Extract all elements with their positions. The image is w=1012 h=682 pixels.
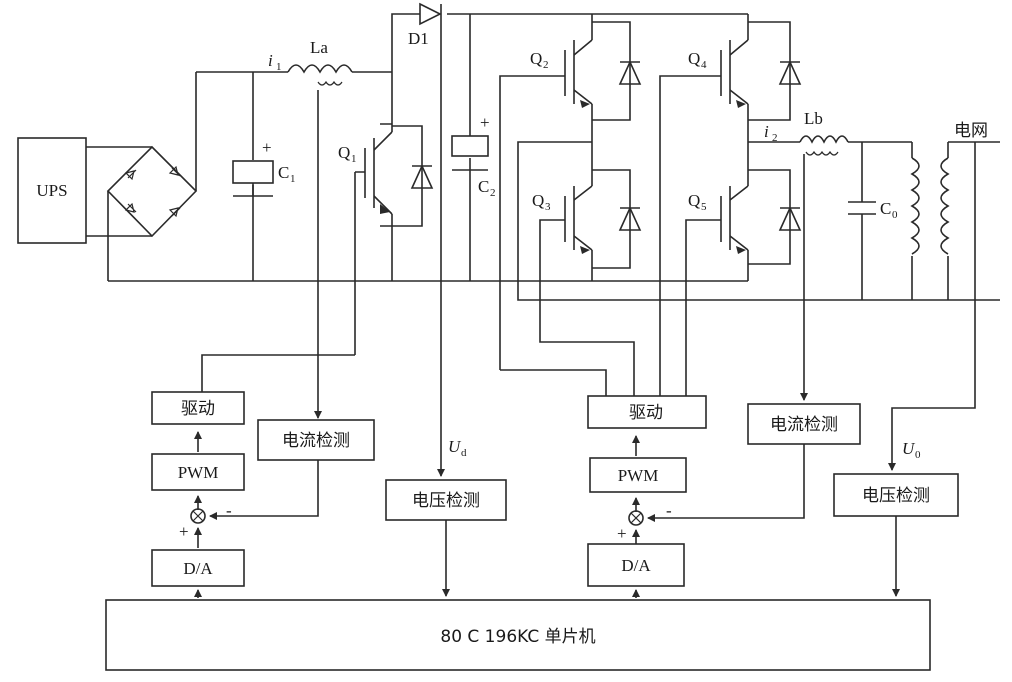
drive-block-left: 驱动 xyxy=(151,391,245,425)
svg-text:2: 2 xyxy=(772,132,778,144)
voltage-detect-block-ud: 电压检测 xyxy=(385,479,507,521)
pwm-block-left: PWM xyxy=(151,453,245,491)
svg-text:i: i xyxy=(268,51,273,70)
svg-text:1: 1 xyxy=(351,153,357,165)
svg-text:i: i xyxy=(764,122,769,141)
transformer: 电网 xyxy=(910,121,1000,300)
grid-label: 电网 xyxy=(954,121,988,141)
grid-voltage-sense-wire xyxy=(888,142,976,471)
svg-text:+: + xyxy=(617,524,627,543)
svg-text:d: d xyxy=(461,447,467,459)
diode-d1: D1 xyxy=(408,2,442,48)
svg-text:驱动: 驱动 xyxy=(629,403,663,423)
summing-junction-left: + - xyxy=(179,501,232,541)
current-detect-block-right: 电流检测 xyxy=(747,403,861,445)
svg-text:-: - xyxy=(666,501,672,520)
svg-text:电流检测: 电流检测 xyxy=(770,415,838,435)
svg-text:D/A: D/A xyxy=(183,559,213,578)
svg-text:Q: Q xyxy=(688,191,700,210)
svg-text:C: C xyxy=(278,163,289,182)
svg-text:2: 2 xyxy=(543,59,549,71)
q1-gate-wire xyxy=(201,354,355,392)
summing-junction-right: + - xyxy=(617,501,672,543)
svg-text:C: C xyxy=(880,199,891,218)
svg-text:-: - xyxy=(226,501,232,520)
inverter-left-midpoint xyxy=(517,141,1000,301)
drive-block-right: 驱动 xyxy=(587,395,707,429)
svg-text:2: 2 xyxy=(490,187,496,199)
mcu-block: 80 C 196KC 单片机 xyxy=(105,599,931,671)
pwm-block-right: PWM xyxy=(589,457,687,493)
svg-text:电压检测: 电压检测 xyxy=(862,486,930,506)
svg-text:1: 1 xyxy=(290,173,296,185)
svg-text:U: U xyxy=(448,437,462,456)
svg-text:PWM: PWM xyxy=(178,463,219,482)
svg-text:Lb: Lb xyxy=(804,109,823,128)
svg-text:0: 0 xyxy=(892,209,898,221)
svg-text:80 C 196KC 单片机: 80 C 196KC 单片机 xyxy=(440,627,595,647)
svg-text:4: 4 xyxy=(701,59,707,71)
ups-source: UPS xyxy=(17,137,87,244)
svg-text:+: + xyxy=(480,113,490,132)
svg-text:D1: D1 xyxy=(408,29,429,48)
svg-text:PWM: PWM xyxy=(618,466,659,485)
da-block-left: D/A xyxy=(151,549,245,587)
svg-text:Q: Q xyxy=(532,191,544,210)
svg-text:5: 5 xyxy=(701,201,707,213)
svg-text:Q: Q xyxy=(530,49,542,68)
igbt-q3: Q 3 xyxy=(532,126,642,396)
igbt-q1: Q 1 xyxy=(338,72,434,355)
svg-text:1: 1 xyxy=(276,61,282,73)
svg-text:0: 0 xyxy=(915,449,921,461)
svg-text:驱动: 驱动 xyxy=(181,399,215,419)
svg-text:电流检测: 电流检测 xyxy=(282,431,350,451)
svg-text:D/A: D/A xyxy=(621,556,651,575)
svg-text:+: + xyxy=(262,138,272,157)
svg-text:3: 3 xyxy=(545,201,551,213)
igbt-q2: Q 2 xyxy=(499,14,642,370)
igbt-q4: Q 4 xyxy=(659,14,802,396)
da-block-right: D/A xyxy=(587,543,685,587)
inductor-lb: Lb i 2 xyxy=(748,109,912,156)
svg-text:U: U xyxy=(902,439,916,458)
igbt-q5: Q 5 xyxy=(685,126,802,396)
capacitor-c0: C 0 xyxy=(848,142,898,300)
svg-text:Q: Q xyxy=(688,49,700,68)
ups-label: UPS xyxy=(36,181,67,200)
d1-wire xyxy=(391,13,748,72)
svg-text:Q: Q xyxy=(338,143,350,162)
svg-text:+: + xyxy=(179,522,189,541)
svg-text:La: La xyxy=(310,38,328,57)
bridge-rectifier xyxy=(86,72,198,281)
current-detect-block-left: 电流检测 xyxy=(257,419,375,461)
svg-text:电压检测: 电压检测 xyxy=(412,491,480,511)
capacitor-c1: + C 1 xyxy=(232,138,296,197)
inductor-la: La i 1 xyxy=(268,38,392,86)
voltage-detect-block-u0: 电压检测 xyxy=(833,473,959,517)
svg-text:C: C xyxy=(478,177,489,196)
capacitor-c2: + C 2 xyxy=(451,14,496,281)
